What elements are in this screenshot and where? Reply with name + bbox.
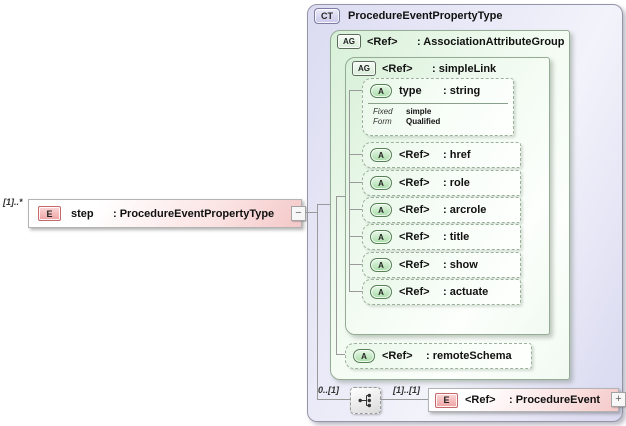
element-box-step[interactable]: E step : ProcedureEventPropertyType	[28, 199, 302, 228]
facet-separator	[368, 103, 508, 104]
attribute-type: : role	[443, 177, 470, 189]
attribute-name: <Ref>	[399, 204, 430, 216]
attribute-box-type[interactable]: A type : string Fixed simple Form Qualif…	[362, 78, 514, 136]
facet-value: simple	[406, 107, 432, 116]
attribute-group-type: : AssociationAttributeGroup	[417, 35, 565, 48]
sequence-glyph	[358, 393, 371, 408]
element-type: : ProcedureEvent	[509, 394, 601, 406]
connector-line	[317, 204, 318, 400]
attribute-badge: A	[353, 349, 375, 363]
attribute-badge: A	[370, 176, 392, 190]
attribute-badge: A	[370, 258, 392, 272]
facet-table: Fixed simple Form Qualified	[373, 107, 440, 127]
connector-line	[336, 354, 345, 355]
attribute-group-badge: AG	[337, 34, 361, 49]
element-name: step	[71, 207, 94, 220]
attribute-box-href[interactable]: A <Ref> : href	[362, 142, 521, 168]
attribute-box-actuate[interactable]: A <Ref> : actuate	[362, 279, 521, 305]
collapse-button[interactable]: −	[291, 206, 306, 221]
multiplicity-label: 0..[1]	[318, 385, 340, 395]
complex-type-title: ProcedureEventPropertyType	[348, 10, 503, 22]
connector-line	[380, 399, 428, 400]
connector-line	[349, 264, 362, 265]
multiplicity-label: [1]..*	[3, 197, 23, 207]
attribute-group-name: <Ref>	[367, 35, 398, 48]
element-box-procedureevent[interactable]: E <Ref> : ProcedureEvent	[428, 388, 619, 412]
attribute-group-badge: AG	[352, 61, 376, 76]
element-name: <Ref>	[465, 394, 496, 406]
attribute-type: : actuate	[443, 286, 489, 298]
attribute-badge: A	[370, 84, 392, 98]
attribute-name: <Ref>	[399, 177, 430, 189]
element-badge: E	[38, 206, 61, 221]
attribute-badge: A	[370, 203, 392, 217]
connector-line	[349, 90, 362, 91]
facet-value: Qualified	[406, 117, 441, 126]
attribute-group-name: <Ref>	[382, 62, 413, 75]
attribute-name: <Ref>	[399, 149, 430, 161]
attribute-name: <Ref>	[399, 259, 430, 271]
attribute-badge: A	[370, 285, 392, 299]
attribute-box-role[interactable]: A <Ref> : role	[362, 170, 521, 196]
attribute-type: : show	[443, 259, 478, 271]
connector-line	[317, 204, 330, 205]
attribute-box-arcrole[interactable]: A <Ref> : arcrole	[362, 197, 521, 223]
association-group-header: AG <Ref> : AssociationAttributeGroup	[337, 34, 564, 49]
attribute-type: : remoteSchema	[426, 350, 512, 362]
connector-line	[317, 399, 350, 400]
attribute-box-title[interactable]: A <Ref> : title	[362, 224, 521, 250]
attribute-type: : arcrole	[443, 204, 487, 216]
facet-label: Fixed	[373, 107, 393, 116]
complex-type-header: CT ProcedureEventPropertyType	[314, 8, 502, 24]
connector-line	[305, 212, 317, 213]
element-type: : ProcedureEventPropertyType	[113, 207, 275, 220]
expand-button[interactable]: +	[611, 392, 626, 407]
attribute-group-type: : simpleLink	[432, 62, 497, 75]
element-badge: E	[435, 392, 458, 408]
connector-line	[349, 154, 362, 155]
connector-line	[349, 236, 362, 237]
sequence-icon[interactable]	[350, 387, 381, 414]
attribute-name: type	[399, 85, 422, 97]
multiplicity-label: [1]..[1]	[393, 385, 420, 395]
connector-line	[336, 196, 345, 197]
attribute-type: : string	[443, 85, 481, 97]
attribute-name: <Ref>	[382, 350, 413, 362]
attribute-badge: A	[370, 230, 392, 244]
attribute-box-show[interactable]: A <Ref> : show	[362, 252, 521, 278]
connector-line	[349, 291, 362, 292]
connector-line	[336, 196, 337, 355]
connector-line	[349, 90, 350, 291]
attribute-name: <Ref>	[399, 286, 430, 298]
attribute-type: : href	[443, 149, 471, 161]
attribute-type: : title	[443, 231, 470, 243]
attribute-badge: A	[370, 148, 392, 162]
complex-type-badge: CT	[314, 8, 340, 24]
attribute-name: <Ref>	[399, 231, 430, 243]
simplelink-group-header: AG <Ref> : simpleLink	[352, 61, 496, 76]
connector-line	[349, 209, 362, 210]
attribute-row: A type : string	[363, 79, 513, 103]
connector-line	[349, 182, 362, 183]
facet-label: Form	[373, 117, 392, 126]
attribute-box-remoteschema[interactable]: A <Ref> : remoteSchema	[345, 343, 532, 369]
